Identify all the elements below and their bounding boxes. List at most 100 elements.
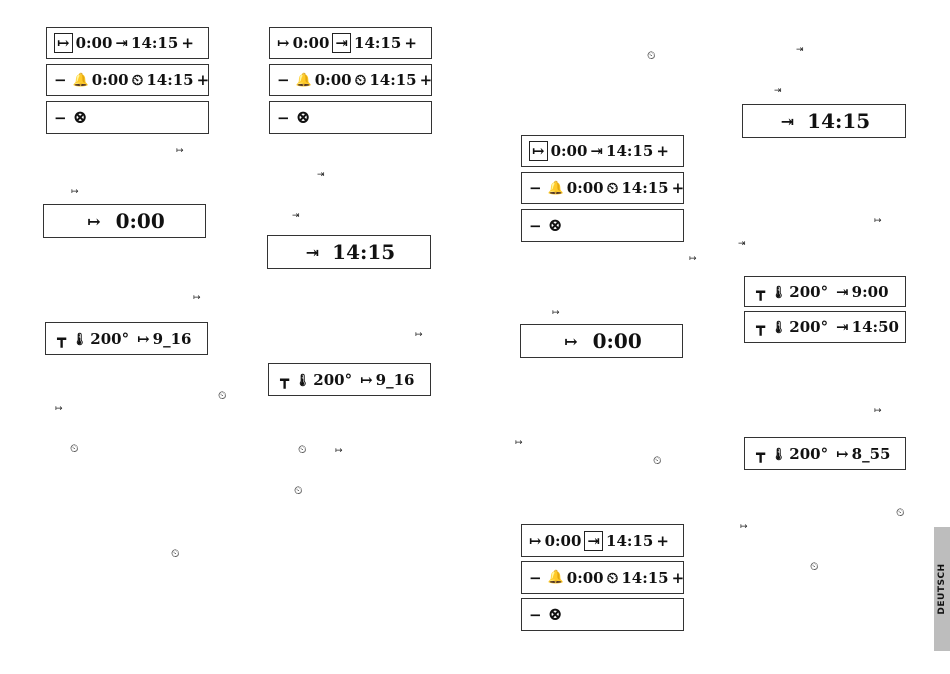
display-start-end-row: ↦ 0:00 ⇥ 14:15 + bbox=[269, 27, 432, 59]
display-end-large: ⇥ 14:15 bbox=[742, 104, 906, 138]
cancel-icon: ⊗ bbox=[295, 107, 311, 128]
temperature: 200° bbox=[90, 329, 130, 348]
start-time: 0:00 bbox=[75, 34, 113, 52]
end-icon: ⇥ bbox=[590, 142, 604, 160]
clock-time: 14:15 bbox=[369, 71, 417, 89]
end-icon: ⇥ bbox=[836, 318, 849, 336]
clock-icon: ⏲ bbox=[294, 484, 303, 497]
display-cancel-row: − ⊗ bbox=[269, 101, 432, 134]
display-timer-clock-row: − 🔔 0:00 ⏲ 14:15 + bbox=[521, 172, 684, 204]
clock-icon: ⏲ bbox=[298, 443, 307, 456]
clock-icon: ⏲ bbox=[647, 49, 656, 62]
clock-icon: ⏲ bbox=[354, 71, 367, 89]
thermometer-icon: 🌡 bbox=[72, 331, 88, 346]
start-icon: ↦ bbox=[515, 438, 523, 448]
oven-icon: ┳ bbox=[57, 329, 67, 348]
start-time: 0:00 bbox=[550, 142, 588, 160]
display-oven-row: ┳ 🌡 200° ⇥ 14:50 bbox=[744, 311, 906, 343]
thermometer-icon: 🌡 bbox=[771, 320, 787, 334]
duration: 8_55 bbox=[851, 444, 891, 463]
display-timer-clock-row: − 🔔 0:00 ⏲ 14:15 + bbox=[269, 64, 432, 96]
duration: 9_16 bbox=[375, 370, 415, 389]
end-icon: ⇥ bbox=[738, 239, 746, 249]
bell-icon: 🔔 bbox=[547, 570, 564, 585]
temperature: 200° bbox=[789, 444, 829, 463]
start-icon: ↦ bbox=[176, 146, 184, 156]
start-time: 0:00 bbox=[292, 34, 330, 52]
end-time: 9:00 bbox=[851, 282, 889, 301]
start-icon: ↦ bbox=[874, 406, 882, 416]
temperature: 200° bbox=[789, 318, 829, 336]
end-time: 14:15 bbox=[332, 240, 396, 264]
end-time: 14:15 bbox=[131, 34, 179, 52]
start-icon: ↦ bbox=[529, 531, 542, 550]
start-icon: ↦ bbox=[874, 216, 882, 226]
display-start-end-row: ↦ 0:00 ⇥ 14:15 + bbox=[46, 27, 209, 59]
clock-time: 14:15 bbox=[621, 179, 669, 197]
display-oven-row: ┳ 🌡 200° ↦ 8_55 bbox=[744, 437, 906, 470]
end-icon: ⇥ bbox=[584, 530, 604, 551]
plus-icon: + bbox=[671, 179, 685, 197]
end-icon: ⇥ bbox=[796, 45, 804, 55]
plus-icon: + bbox=[196, 71, 210, 89]
oven-icon: ┳ bbox=[756, 282, 766, 301]
oven-icon: ┳ bbox=[756, 444, 766, 463]
minus-icon: − bbox=[529, 568, 542, 587]
clock-icon: ⏲ bbox=[171, 547, 180, 560]
end-time: 14:15 bbox=[606, 531, 654, 550]
cancel-icon: ⊗ bbox=[547, 604, 563, 625]
thermometer-icon: 🌡 bbox=[295, 372, 311, 387]
timer-time: 0:00 bbox=[566, 568, 604, 587]
start-icon: ↦ bbox=[360, 370, 373, 389]
minus-icon: − bbox=[529, 216, 542, 235]
clock-icon: ⏲ bbox=[896, 506, 905, 519]
plus-icon: + bbox=[671, 568, 685, 587]
display-oven-row: ┳ 🌡 200° ↦ 9_16 bbox=[268, 363, 431, 396]
start-time: 0:00 bbox=[115, 209, 165, 233]
cancel-icon: ⊗ bbox=[72, 107, 88, 128]
end-icon: ⇥ bbox=[115, 34, 129, 52]
clock-icon: ⏲ bbox=[606, 568, 619, 587]
display-start-end-row: ↦ 0:00 ⇥ 14:15 + bbox=[521, 524, 684, 557]
plus-icon: + bbox=[404, 34, 417, 52]
display-cancel-row: − ⊗ bbox=[46, 101, 209, 134]
end-time: 14:15 bbox=[606, 142, 654, 160]
minus-icon: − bbox=[277, 108, 290, 127]
clock-icon: ⏲ bbox=[70, 442, 79, 455]
display-timer-clock-row: − 🔔 0:00 ⏲ 14:15 + bbox=[46, 64, 209, 96]
minus-icon: − bbox=[529, 179, 542, 197]
clock-icon: ⏲ bbox=[810, 560, 819, 573]
clock-time: 14:15 bbox=[621, 568, 669, 587]
language-tab: DEUTSCH bbox=[934, 527, 950, 651]
start-icon: ↦ bbox=[740, 522, 748, 532]
display-start-large: ↦ 0:00 bbox=[520, 324, 683, 358]
bell-icon: 🔔 bbox=[295, 72, 312, 88]
cancel-icon: ⊗ bbox=[547, 215, 563, 236]
language-label: DEUTSCH bbox=[937, 563, 947, 615]
plus-icon: + bbox=[656, 142, 669, 160]
display-start-large: ↦ 0:00 bbox=[43, 204, 206, 238]
end-icon: ⇥ bbox=[317, 170, 325, 180]
minus-icon: − bbox=[277, 71, 290, 89]
thermometer-icon: 🌡 bbox=[771, 284, 787, 299]
thermometer-icon: 🌡 bbox=[771, 446, 787, 461]
start-icon: ↦ bbox=[193, 293, 201, 303]
timer-time: 0:00 bbox=[314, 71, 352, 89]
end-icon: ⇥ bbox=[305, 242, 320, 262]
minus-icon: − bbox=[529, 605, 542, 624]
start-icon: ↦ bbox=[277, 34, 290, 52]
start-icon: ↦ bbox=[552, 308, 560, 318]
display-cancel-row: − ⊗ bbox=[521, 598, 684, 631]
end-time: 14:50 bbox=[851, 318, 899, 336]
start-icon: ↦ bbox=[689, 254, 697, 264]
display-oven-row: ┳ 🌡 200° ⇥ 9:00 bbox=[744, 276, 906, 307]
oven-icon: ┳ bbox=[756, 318, 766, 336]
end-icon: ⇥ bbox=[780, 111, 795, 131]
start-icon: ↦ bbox=[836, 444, 849, 463]
duration: 9_16 bbox=[152, 329, 192, 348]
end-icon: ⇥ bbox=[292, 211, 300, 221]
minus-icon: − bbox=[54, 71, 67, 89]
start-icon: ↦ bbox=[54, 33, 73, 53]
start-icon: ↦ bbox=[415, 330, 423, 340]
display-oven-row: ┳ 🌡 200° ↦ 9_16 bbox=[45, 322, 208, 355]
